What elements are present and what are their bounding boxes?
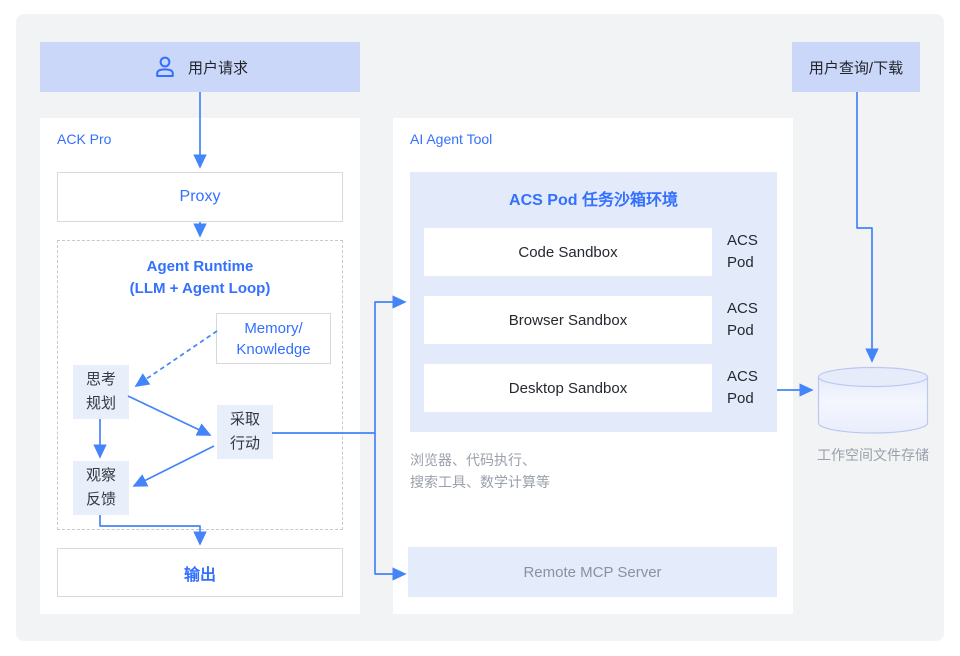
desktop-sandbox-label: Desktop Sandbox bbox=[508, 379, 628, 397]
take-action-box: 采取 行动 bbox=[217, 405, 273, 459]
desktop-sandbox-pod-label: ACS Pod bbox=[727, 364, 773, 412]
ai-agent-tool-title: AI Agent Tool bbox=[410, 131, 493, 147]
user-query-download-label: 用户查询/下载 bbox=[808, 59, 904, 77]
agent-runtime-title-line2: (LLM + Agent Loop) bbox=[129, 280, 271, 297]
ack-pro-title: ACK Pro bbox=[57, 131, 112, 147]
act-line1: 采取 bbox=[229, 411, 260, 428]
acs-pod-env-title: ACS Pod 任务沙箱环境 bbox=[509, 192, 678, 209]
user-icon bbox=[156, 56, 174, 77]
pod-line1: ACS bbox=[727, 232, 758, 249]
browser-sandbox-label: Browser Sandbox bbox=[508, 311, 628, 329]
browser-sandbox-box: Browser Sandbox bbox=[424, 296, 712, 344]
proxy-label: Proxy bbox=[179, 188, 221, 205]
act-line2: 行动 bbox=[229, 435, 260, 452]
memory-line2: Knowledge bbox=[236, 340, 311, 358]
pod-line2: Pod bbox=[727, 390, 754, 407]
agent-runtime-box: Agent Runtime (LLM + Agent Loop) Memory/… bbox=[57, 240, 343, 530]
user-request-label: 用户请求 bbox=[187, 59, 248, 77]
remote-mcp-server-box: Remote MCP Server bbox=[408, 547, 777, 597]
code-sandbox-pod-label: ACS Pod bbox=[727, 228, 773, 276]
memory-line1: Memory/ bbox=[244, 319, 303, 337]
pod-line1: ACS bbox=[727, 368, 758, 385]
pod-line2: Pod bbox=[727, 322, 754, 339]
agent-runtime-title: Agent Runtime (LLM + Agent Loop) bbox=[58, 256, 342, 300]
think-line1: 思考 bbox=[85, 371, 116, 388]
output-box: 输出 bbox=[57, 548, 343, 597]
storage-label: 工作空间文件存储 bbox=[817, 447, 929, 463]
pod-line1: ACS bbox=[727, 300, 758, 317]
ai-agent-tool-panel: AI Agent Tool ACS Pod 任务沙箱环境 Code Sandbo… bbox=[393, 118, 793, 614]
remote-mcp-server-label: Remote MCP Server bbox=[523, 563, 662, 581]
tools-note: 浏览器、代码执行、 搜索工具、数学计算等 bbox=[410, 449, 550, 493]
observe-feedback-box: 观察 反馈 bbox=[73, 461, 129, 515]
tools-note-line1: 浏览器、代码执行、 bbox=[410, 452, 536, 468]
proxy-box: Proxy bbox=[57, 172, 343, 222]
code-sandbox-label: Code Sandbox bbox=[518, 243, 618, 261]
user-query-download-box: 用户查询/下载 bbox=[792, 42, 920, 92]
ack-pro-panel: ACK Pro Proxy Agent Runtime (LLM + Agent… bbox=[40, 118, 360, 614]
pod-line2: Pod bbox=[727, 254, 754, 271]
code-sandbox-box: Code Sandbox bbox=[424, 228, 712, 276]
agent-runtime-title-line1: Agent Runtime bbox=[146, 258, 254, 275]
tools-note-line2: 搜索工具、数学计算等 bbox=[410, 474, 550, 490]
observe-line1: 观察 bbox=[85, 467, 116, 484]
user-request-box: 用户请求 bbox=[40, 42, 360, 92]
desktop-sandbox-box: Desktop Sandbox bbox=[424, 364, 712, 412]
browser-sandbox-pod-label: ACS Pod bbox=[727, 296, 773, 344]
acs-pod-env-box: ACS Pod 任务沙箱环境 Code Sandbox ACS Pod Brow… bbox=[410, 172, 777, 432]
memory-knowledge-box: Memory/ Knowledge bbox=[216, 313, 331, 364]
observe-line2: 反馈 bbox=[85, 491, 116, 508]
database-cylinder-icon bbox=[817, 366, 929, 434]
output-label: 输出 bbox=[183, 566, 216, 584]
think-plan-box: 思考 规划 bbox=[73, 365, 129, 419]
think-line2: 规划 bbox=[85, 395, 116, 412]
